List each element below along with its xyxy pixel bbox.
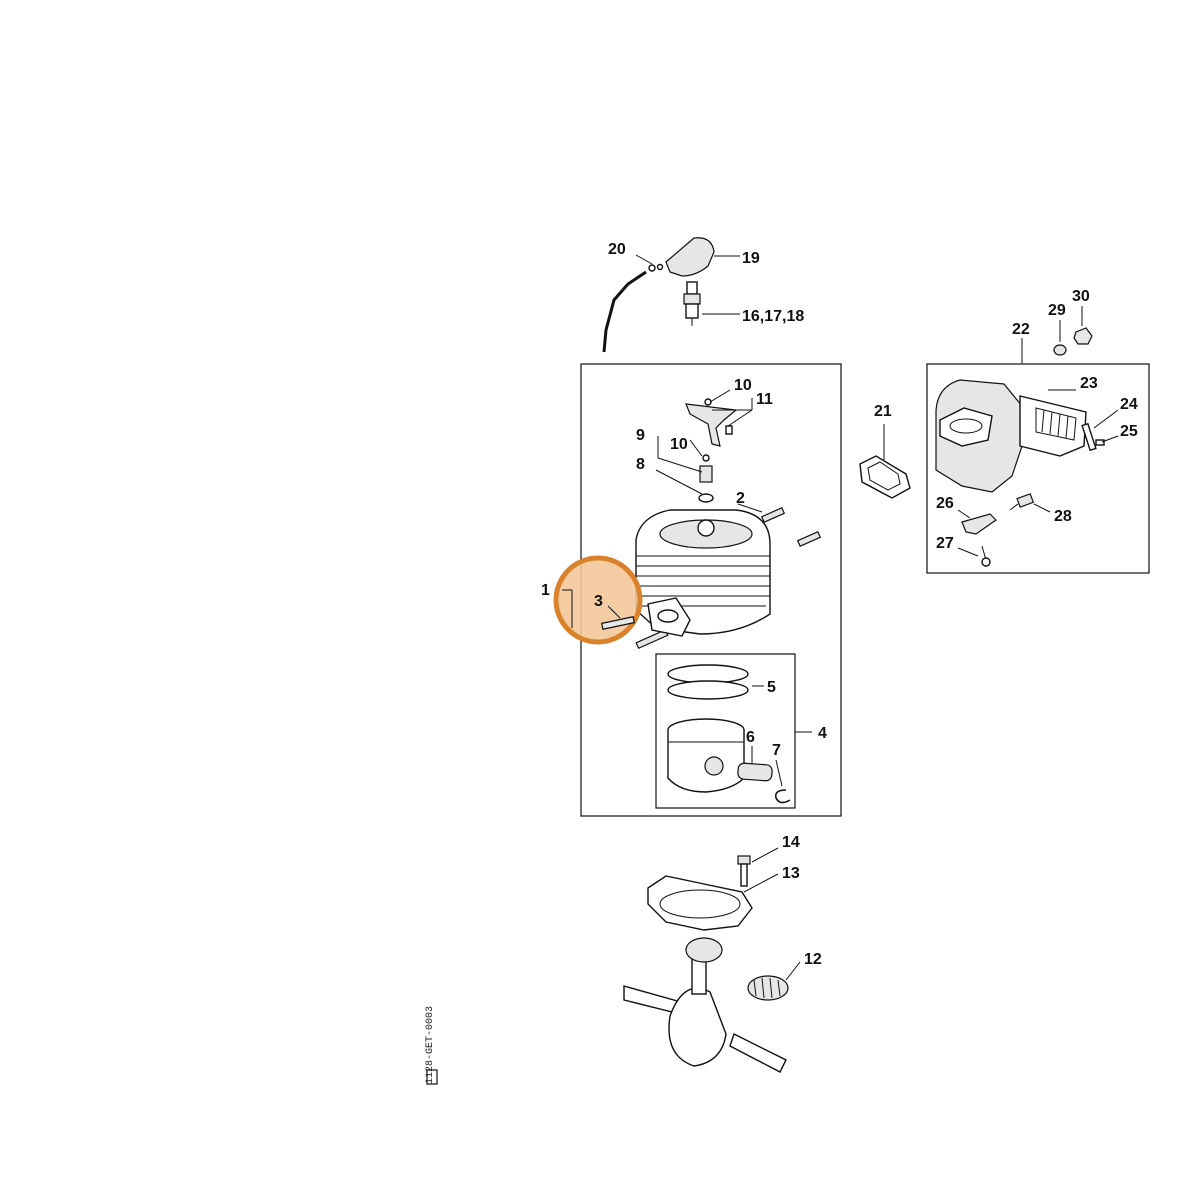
- screw-part-28: [1009, 493, 1035, 511]
- muffler-part: [935, 379, 1025, 493]
- cylinder-gasket-part: [647, 875, 753, 931]
- drawing-code: 1128-GET-0003: [425, 1006, 436, 1084]
- muffler-assembly-frame: [926, 363, 1150, 574]
- piston-ring-part-2: [667, 680, 749, 700]
- dowel-pin-part-2: [796, 530, 822, 548]
- callout-27: 27: [936, 535, 954, 552]
- callout-12: 12: [804, 951, 822, 968]
- callout-14: 14: [782, 834, 800, 851]
- callout-29: 29: [1048, 302, 1066, 319]
- bracket-part: [685, 403, 738, 447]
- callout-13: 13: [782, 865, 800, 882]
- callout-10-top: 10: [734, 377, 752, 394]
- callout-4: 4: [818, 725, 827, 742]
- lead-clip-part: [648, 264, 656, 272]
- callout-23: 23: [1080, 375, 1098, 392]
- callout-1: 1: [541, 582, 550, 599]
- callout-24: 24: [1120, 396, 1138, 413]
- callout-22: 22: [1012, 321, 1030, 338]
- ignition-lead: [602, 270, 647, 353]
- callout-8: 8: [636, 456, 645, 473]
- nut-part-30: [1073, 327, 1093, 345]
- cylinder-screw-part: [737, 855, 751, 887]
- valve-cap-part: [702, 454, 710, 462]
- spark-plug-part: [683, 281, 701, 326]
- washer-part: [704, 398, 712, 406]
- cylinder-part: [635, 509, 771, 637]
- callout-3: 3: [594, 593, 603, 610]
- washer-part-29: [1053, 344, 1067, 356]
- callout-11: 11: [756, 391, 773, 408]
- needle-cage-part: [747, 975, 789, 1001]
- callout-28: 28: [1054, 508, 1072, 525]
- muffler-gasket-part: [859, 455, 911, 499]
- dowel-pin-part: [760, 506, 786, 524]
- drawing-code-box: [426, 1069, 438, 1085]
- screw-part: [725, 425, 733, 435]
- valve-seal-part: [698, 493, 714, 503]
- lead-clip-part-2: [656, 263, 664, 271]
- callout-20: 20: [608, 241, 626, 258]
- spark-arrestor-part: [1019, 395, 1087, 457]
- callout-9: 9: [636, 427, 645, 444]
- spark-plug-boot-part: [665, 237, 715, 277]
- piston-kit-frame: [655, 653, 796, 809]
- strip-part: [1081, 422, 1097, 452]
- screw-part-25: [1095, 439, 1105, 446]
- circlip-part: [774, 789, 791, 804]
- callout-2: 2: [736, 490, 745, 507]
- callout-10-lower: 10: [670, 436, 688, 453]
- crankshaft-part: [623, 937, 787, 1073]
- decompression-valve-part: [699, 465, 713, 483]
- piston-part: [667, 718, 745, 793]
- callout-5: 5: [767, 679, 776, 696]
- callout-25: 25: [1120, 423, 1138, 440]
- callout-6: 6: [746, 729, 755, 746]
- callout-16-17-18: 16,17,18: [742, 308, 804, 325]
- callout-30: 30: [1072, 288, 1090, 305]
- callout-19: 19: [742, 250, 760, 267]
- callout-21: 21: [874, 403, 892, 420]
- piston-pin-part: [737, 762, 773, 782]
- callout-7: 7: [772, 742, 781, 759]
- callout-26: 26: [936, 495, 954, 512]
- bracket-part-26: [961, 513, 997, 535]
- screw-part-27: [981, 545, 991, 567]
- pin-part-3: [601, 616, 635, 630]
